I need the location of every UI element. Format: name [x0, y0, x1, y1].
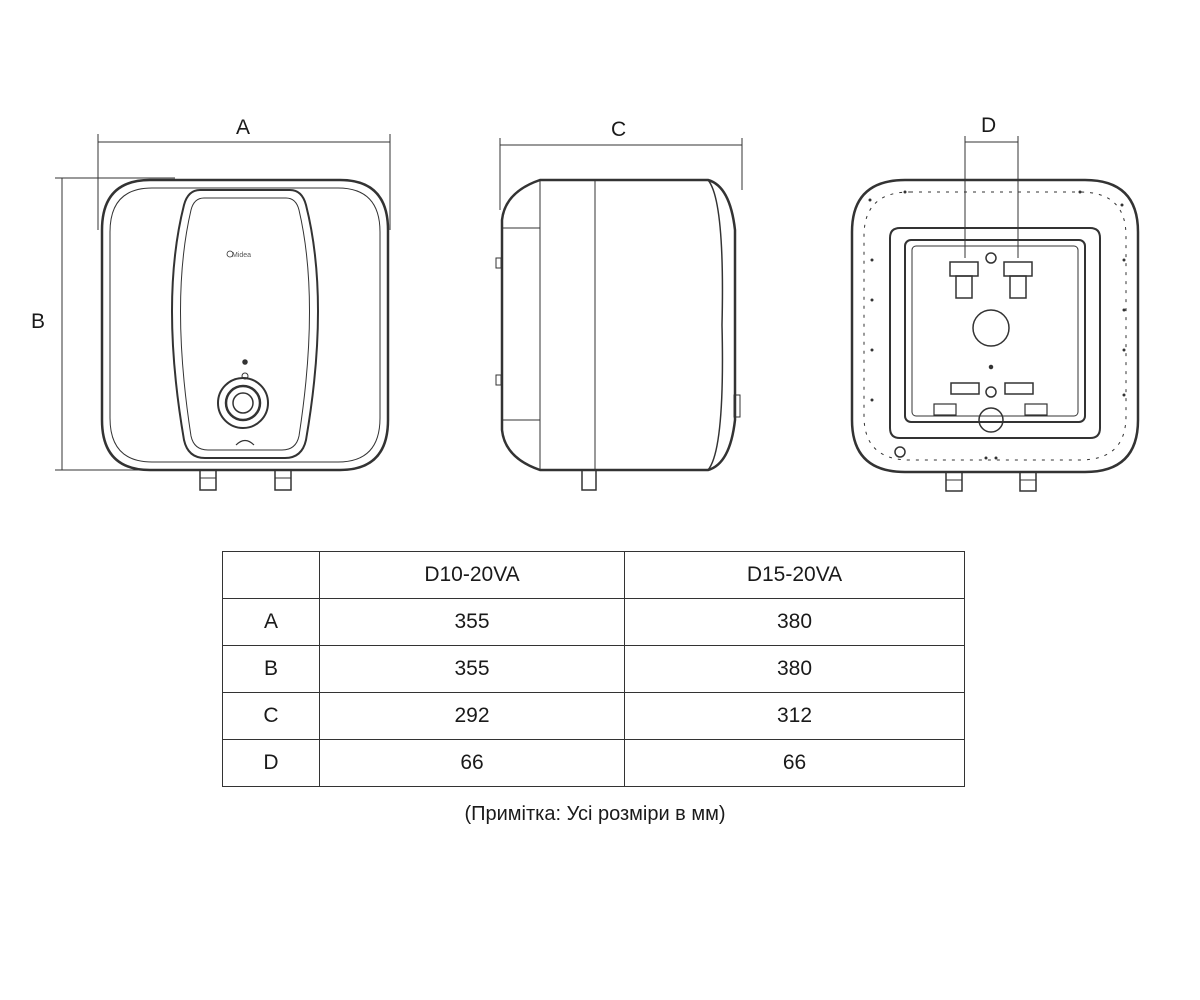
- slot-right: [1004, 382, 1034, 395]
- table-row: D 66 66: [222, 739, 965, 787]
- heater-body-side: [500, 178, 737, 472]
- heater-body-front: [100, 178, 390, 472]
- row-label: D: [222, 739, 320, 787]
- pipe-left: [199, 469, 217, 491]
- front-view: Midea: [55, 134, 391, 491]
- table-cell: 292: [319, 692, 625, 740]
- dimension-label-a: A: [236, 116, 251, 139]
- dimension-label-c: C: [611, 118, 627, 141]
- table-cell: 355: [319, 645, 625, 693]
- pipe-back-right: [1019, 471, 1037, 492]
- pipe-side: [581, 469, 597, 491]
- fitting-right: [1003, 261, 1033, 277]
- row-label: A: [222, 598, 320, 646]
- back-view: [850, 136, 1140, 492]
- table-cell: 380: [624, 645, 965, 693]
- table-cell: 66: [624, 739, 965, 787]
- thermostat-knob: [217, 377, 269, 429]
- table-header-cell: D15-20VA: [624, 551, 965, 599]
- table-cell: 380: [624, 598, 965, 646]
- table-row: A 355 380: [222, 598, 965, 646]
- row-label: B: [222, 645, 320, 693]
- dimensions-table: D10-20VA D15-20VA A 355 380 B 355 380 C …: [222, 551, 965, 787]
- table-header-row: D10-20VA D15-20VA: [222, 551, 965, 599]
- mounting-bracket: [889, 227, 1101, 439]
- pipe-back-left: [945, 471, 963, 492]
- fitting-left: [949, 261, 979, 277]
- table-row: C 292 312: [222, 692, 965, 740]
- dimension-label-b: B: [31, 310, 46, 333]
- row-label: C: [222, 692, 320, 740]
- technical-drawings: Midea: [55, 134, 1140, 492]
- center-port: [972, 309, 1010, 347]
- table-cell: 355: [319, 598, 625, 646]
- table-row: B 355 380: [222, 645, 965, 693]
- slot-left: [950, 382, 980, 395]
- table-header-cell: D10-20VA: [319, 551, 625, 599]
- front-panel: [171, 189, 319, 459]
- units-note: (Примітка: Усі розміри в мм): [464, 803, 726, 825]
- side-view: [495, 138, 743, 491]
- indicator-light: [242, 359, 248, 365]
- heater-body-back: [850, 178, 1140, 474]
- table-cell: 66: [319, 739, 625, 787]
- brand-logo: Midea: [232, 252, 251, 259]
- table-header-cell: [222, 551, 320, 599]
- table-cell: 312: [624, 692, 965, 740]
- pipe-right: [274, 469, 292, 491]
- dimension-label-d: D: [981, 114, 997, 137]
